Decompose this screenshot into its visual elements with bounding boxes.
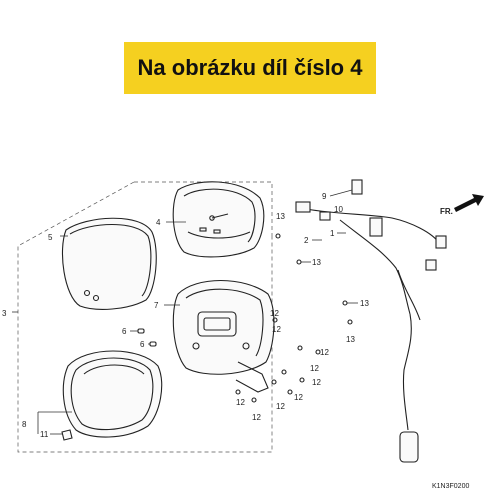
callout-12-i: 12 bbox=[252, 413, 261, 422]
part-number-banner: Na obrázku díl číslo 4 bbox=[124, 42, 376, 94]
callout-12-f: 12 bbox=[294, 393, 303, 402]
callout-12-e: 12 bbox=[312, 378, 321, 387]
callout-5: 5 bbox=[48, 233, 53, 242]
callout-11: 11 bbox=[40, 430, 49, 439]
callout-12-d: 12 bbox=[310, 364, 319, 373]
callout-12-h: 12 bbox=[236, 398, 245, 407]
callout-6-upper: 6 bbox=[122, 327, 127, 336]
meter-visor bbox=[62, 350, 163, 438]
callout-1: 1 bbox=[330, 229, 335, 238]
harness-end-boot bbox=[399, 431, 419, 463]
callout-12-g: 12 bbox=[276, 402, 285, 411]
callout-12-a: 12 bbox=[270, 309, 279, 318]
callout-3: 3 bbox=[2, 309, 7, 318]
callout-13-low: 13 bbox=[346, 335, 355, 344]
callout-13-top: 13 bbox=[276, 212, 285, 221]
speedometer-unit bbox=[172, 181, 265, 258]
banner-text: Na obrázku díl číslo 4 bbox=[137, 55, 363, 80]
callout-9: 9 bbox=[322, 192, 327, 201]
connector-upper-left bbox=[295, 201, 311, 213]
callout-13-mid: 13 bbox=[312, 258, 321, 267]
callout-8: 8 bbox=[22, 420, 27, 429]
callout-12-b: 12 bbox=[272, 325, 281, 334]
wire-harness bbox=[295, 179, 447, 463]
callout-7: 7 bbox=[154, 301, 159, 310]
emblem-part-11 bbox=[61, 429, 73, 441]
front-direction-arrow bbox=[454, 194, 484, 212]
callout-13-right: 13 bbox=[360, 299, 369, 308]
callout-12-c: 12 bbox=[320, 348, 329, 357]
screw-marks bbox=[235, 233, 353, 403]
callout-6-lower: 6 bbox=[140, 340, 145, 349]
leader-9 bbox=[329, 189, 353, 197]
meter-case bbox=[172, 280, 275, 393]
diagram-code: K1N3F0200 bbox=[432, 483, 469, 490]
callout-4: 4 bbox=[156, 218, 161, 227]
callout-10: 10 bbox=[334, 205, 343, 214]
front-arrow-label: FR. bbox=[440, 207, 453, 216]
assembly-boundary bbox=[17, 181, 273, 453]
meter-lens-cover bbox=[61, 217, 157, 310]
callout-2: 2 bbox=[304, 236, 309, 245]
